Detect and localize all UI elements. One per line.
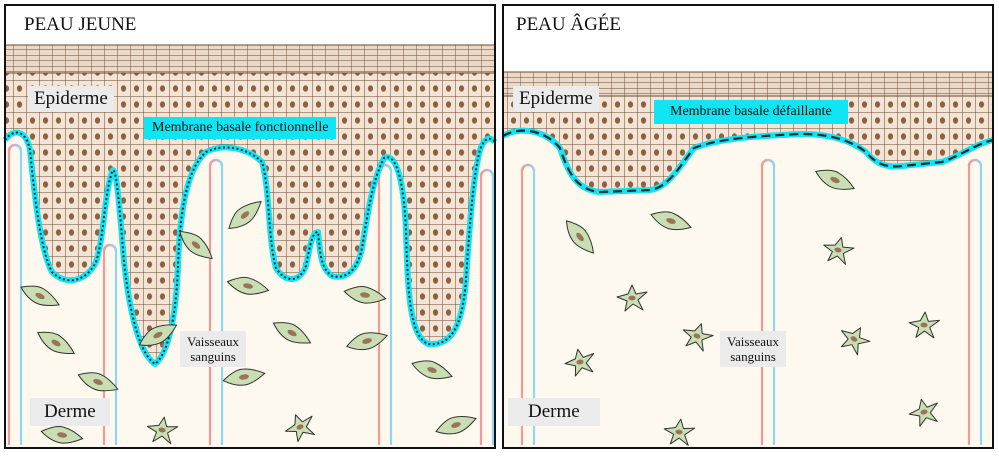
aged-fibroblast-star-8 xyxy=(663,418,696,446)
aged-panel-frame xyxy=(502,4,994,449)
young-membrane-label: Membrane basale fonctionnelle xyxy=(144,117,337,139)
young-membrane-anchors xyxy=(4,131,496,366)
aged-vessels-label: Vaisseaux sanguins xyxy=(720,331,786,367)
young-epidermis-label: Epiderme xyxy=(28,86,114,112)
aged-fibroblast-1 xyxy=(565,220,595,254)
young-fibroblast-8 xyxy=(272,322,312,344)
aged-fibroblast-star-6 xyxy=(908,311,940,339)
aged-fibroblast-star-4 xyxy=(823,236,855,265)
young-sky xyxy=(5,5,495,45)
young-fibroblast-14 xyxy=(40,425,84,444)
young-vessels-label-line1: Vaisseaux xyxy=(187,334,239,349)
young-fibroblast-6 xyxy=(228,200,262,230)
young-fibroblast-13 xyxy=(435,416,477,435)
aged-fibroblast-star-1 xyxy=(616,284,648,312)
aged-vessel-2 xyxy=(760,158,776,445)
aged-skin-title: PEAU ÂGÉE xyxy=(516,14,622,35)
young-fibroblast-3 xyxy=(77,372,119,392)
young-skin-title: PEAU JEUNE xyxy=(24,14,137,35)
young-panel-frame xyxy=(4,4,496,449)
young-fibroblast-5 xyxy=(179,230,213,260)
young-fibroblast-11 xyxy=(411,360,453,380)
aged-vessels-label-line2: sanguins xyxy=(730,349,776,364)
aged-epidermis-basal-layer xyxy=(503,72,993,192)
aged-vessels-label-line1: Vaisseaux xyxy=(727,334,779,349)
young-fibroblast-2 xyxy=(37,331,75,355)
aged-skin-panel xyxy=(501,4,994,449)
young-dermis-label: Derme xyxy=(30,398,110,426)
young-vessel-3 xyxy=(208,158,224,445)
young-fibroblast-star-2 xyxy=(285,414,315,443)
young-fibroblast-12 xyxy=(222,368,266,386)
aged-dermis-label: Derme xyxy=(508,398,600,426)
aged-fibroblast-star-5 xyxy=(840,327,871,356)
young-vessel-1 xyxy=(7,143,23,445)
young-fibroblast-10 xyxy=(345,332,389,351)
aged-fibroblast-star-7 xyxy=(908,398,938,427)
young-fibroblast-4 xyxy=(138,324,178,346)
young-skin-panel xyxy=(2,4,498,449)
young-fibroblast-7 xyxy=(226,276,270,295)
aged-membrane-label: Membrane basale défaillante xyxy=(654,100,848,124)
aged-stratum-corneum xyxy=(502,71,994,97)
aged-fibroblast-2 xyxy=(650,211,692,231)
young-vessels-label-line2: sanguins xyxy=(190,349,236,364)
aged-fibroblast-3 xyxy=(815,169,856,190)
aged-sky xyxy=(503,5,993,72)
young-stratum-corneum xyxy=(4,44,496,74)
aged-membrane-broken-anchors xyxy=(502,129,994,194)
aged-epidermis-label: Epiderme xyxy=(513,86,599,112)
aged-vessel-3 xyxy=(967,158,983,445)
young-fibroblast-1 xyxy=(20,285,60,306)
young-fibroblast-9 xyxy=(343,285,387,304)
aged-fibroblast-star-3 xyxy=(564,348,595,377)
young-vessels-label: Vaisseaux sanguins xyxy=(180,331,246,367)
young-vessel-5 xyxy=(479,168,495,445)
young-fibroblast-star-1 xyxy=(146,416,179,445)
aged-fibroblast-star-2 xyxy=(682,323,714,352)
